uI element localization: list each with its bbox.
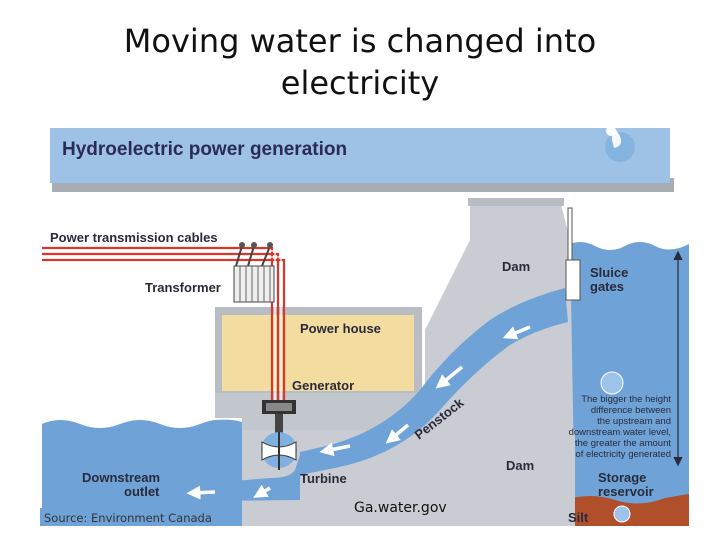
transformer-label: Transformer [145,280,221,295]
turbine-icon [261,432,297,470]
dam-lower-label: Dam [506,458,534,473]
svg-text:of electricity generated: of electricity generated [575,449,671,460]
flow-arrows [186,325,531,500]
powerhouse-room [222,315,414,391]
source-label: Source: Environment Canada [44,511,212,525]
dam-upper-label: Dam [502,259,530,274]
downstream-label-line2: outlet [124,484,160,499]
sluice-gate-rod [567,207,573,269]
height-arrow [673,250,683,467]
downstream-label-line1: Downstream [82,470,160,485]
turbine-label: Turbine [300,471,347,486]
slide-title-line1: Moving water is changed into [123,22,597,60]
dam-top [468,198,564,206]
source-bg [40,508,230,526]
sluice-gate [565,259,581,301]
generator-icon [262,400,296,444]
power-cables-label: Power transmission cables [50,230,218,245]
power-house-label: Power house [300,321,381,336]
svg-text:downstream water level,: downstream water level, [569,427,671,438]
slide-title: Moving water is changed into electricity [60,20,660,104]
diagram-title: Hydroelectric power generation [62,139,347,160]
storage-reservoir-water [565,240,689,510]
storage-label-line2: reservoir [598,484,654,499]
height-note: The bigger the height difference between… [569,394,672,460]
silt-label: Silt [568,510,589,525]
bubbles [600,371,631,523]
sluice-label-line2: gates [590,279,624,294]
svg-text:difference between: difference between [591,405,671,416]
svg-text:The bigger the height: The bigger the height [581,394,671,405]
svg-text:the greater the amount: the greater the amount [575,438,671,449]
slide-title-line2: electricity [280,64,440,102]
svg-text:the upstream and: the upstream and [597,416,671,427]
banner-bar [50,128,670,183]
credit-label: Ga.water.gov [354,500,447,516]
penstock-pipe [300,288,568,475]
power-transmission-cables [42,246,286,400]
sluice-label-line1: Sluice [590,265,628,280]
generator-label: Generator [292,378,354,393]
water-drop-icon [605,120,635,162]
transformer-icon [233,242,275,303]
storage-label-line1: Storage [598,470,646,485]
